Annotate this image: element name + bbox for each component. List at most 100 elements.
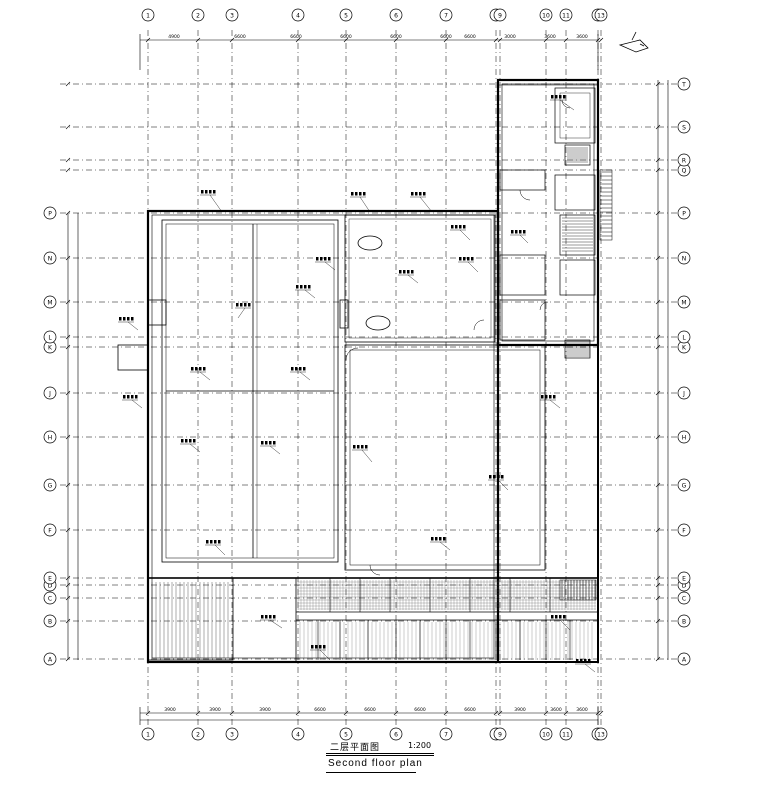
row-axis-bubble: R [677, 153, 691, 167]
annotation-mark [510, 230, 529, 244]
room-upper-middle [339, 214, 496, 343]
dimension-value-top: 6600 [390, 34, 402, 40]
annotation-mark [200, 190, 223, 213]
annotation-mark [550, 95, 575, 111]
annotation-mark [190, 367, 211, 381]
column-axis-label: 3 [230, 13, 234, 20]
column-axis-bubble: 9 [493, 8, 507, 22]
column-axis-label: 11 [562, 13, 570, 20]
row-axis-bubble: G [43, 478, 57, 492]
dimension-line-top [139, 34, 599, 70]
annotation-mark [450, 225, 471, 241]
row-axis-label: L [682, 335, 686, 342]
row-axis-bubble: A [43, 652, 57, 666]
dimension-value-top: 3600 [576, 34, 588, 40]
northeast-rooms [499, 87, 596, 359]
row-axis-bubble: B [43, 614, 57, 628]
dimension-value-bottom: 6600 [364, 707, 376, 713]
column-axis-label: 11 [562, 732, 570, 739]
row-axis-bubble: C [677, 591, 691, 605]
row-axis-bubble: P [43, 206, 57, 220]
column-axis-bubble: 6 [389, 727, 403, 741]
annotation-labels [118, 95, 596, 673]
row-axis-label: F [48, 528, 52, 535]
row-axis-bubble: F [677, 523, 691, 537]
dimension-value-bottom: 6600 [464, 707, 476, 713]
annotation-mark [205, 540, 226, 556]
annotation-mark [540, 395, 561, 409]
column-axis-label: 9 [498, 732, 502, 739]
column-axis-bubble: 5 [339, 727, 353, 741]
drawing-scale: 1:200 [408, 741, 432, 750]
row-axis-label: A [48, 657, 53, 664]
row-axis-bubble: N [43, 251, 57, 265]
north-arrow-icon [618, 31, 649, 53]
column-axis-bubble: 1 [141, 727, 155, 741]
row-axis-bubble: T [677, 77, 691, 91]
dimension-value-bottom: 6600 [414, 707, 426, 713]
column-axis-label: 4 [296, 732, 300, 739]
hatched-area-southwest [151, 582, 229, 658]
row-axis-bubble: E [43, 571, 57, 585]
building-outline-southeast [497, 344, 599, 663]
row-axis-bubble: N [677, 251, 691, 265]
annotation-mark [352, 445, 373, 463]
row-axis-label: J [48, 391, 51, 398]
column-axis-bubble: 10 [539, 8, 553, 22]
english-title-underline [326, 772, 416, 773]
column-axis-label: 3 [230, 732, 234, 739]
row-axis-label: G [48, 483, 53, 490]
column-axis-bubble: 3 [225, 727, 239, 741]
annotation-mark [260, 441, 281, 455]
row-axis-label: P [48, 211, 52, 218]
annotation-mark [295, 285, 316, 299]
column-axis-bubble: 5 [339, 8, 353, 22]
title-underline-double [326, 755, 434, 756]
row-axis-label: Q [682, 168, 687, 175]
row-axis-label: R [682, 158, 686, 165]
column-axis-label: 2 [196, 13, 200, 20]
row-axis-label: K [48, 345, 53, 352]
row-axis-label: F [682, 528, 686, 535]
column-axis-bubble: 9 [493, 727, 507, 741]
dimension-line-left [67, 213, 79, 660]
title-underline [326, 753, 434, 754]
column-axis-label: 6 [394, 13, 398, 20]
annotation-mark [430, 537, 451, 551]
row-axis-label: E [682, 576, 686, 583]
column-axis-label: 1 [146, 732, 150, 739]
dimension-value-bottom: 3900 [209, 707, 221, 713]
row-axis-label: C [48, 596, 52, 603]
column-axis-label: 4 [296, 13, 300, 20]
dimension-value-top: 6600 [234, 34, 246, 40]
column-axis-bubble: 2 [191, 727, 205, 741]
annotation-mark [180, 439, 201, 453]
column-axis-label: 13 [597, 732, 605, 739]
annotation-mark [118, 317, 139, 331]
hall-east [344, 344, 546, 571]
annotation-mark [122, 395, 143, 409]
column-axis-label: 7 [444, 13, 448, 20]
service-bay-south [147, 577, 599, 663]
column-axis-bubble: 4 [291, 727, 305, 741]
door-swings [345, 99, 571, 576]
dimension-value-bottom: 6600 [314, 707, 326, 713]
column-axis-bubble: 13 [594, 8, 608, 22]
row-axis-label: N [48, 256, 53, 263]
row-axis-bubble: M [43, 295, 57, 309]
axis-grid-lines [60, 30, 680, 730]
dimension-value-bottom: 3900 [514, 707, 526, 713]
dimension-line-right [657, 80, 669, 660]
row-axis-bubble: P [677, 206, 691, 220]
annotation-mark [488, 475, 509, 491]
row-axis-label: D [682, 583, 687, 590]
service-bay-hatch [297, 580, 596, 660]
row-axis-bubble: C [43, 591, 57, 605]
column-axis-label: 1 [146, 13, 150, 20]
dimension-value-bottom: 3600 [576, 707, 588, 713]
drawing-title-block: 二层平面图 1:200 Second floor plan [0, 738, 760, 785]
column-axis-bubble: 13 [594, 727, 608, 741]
